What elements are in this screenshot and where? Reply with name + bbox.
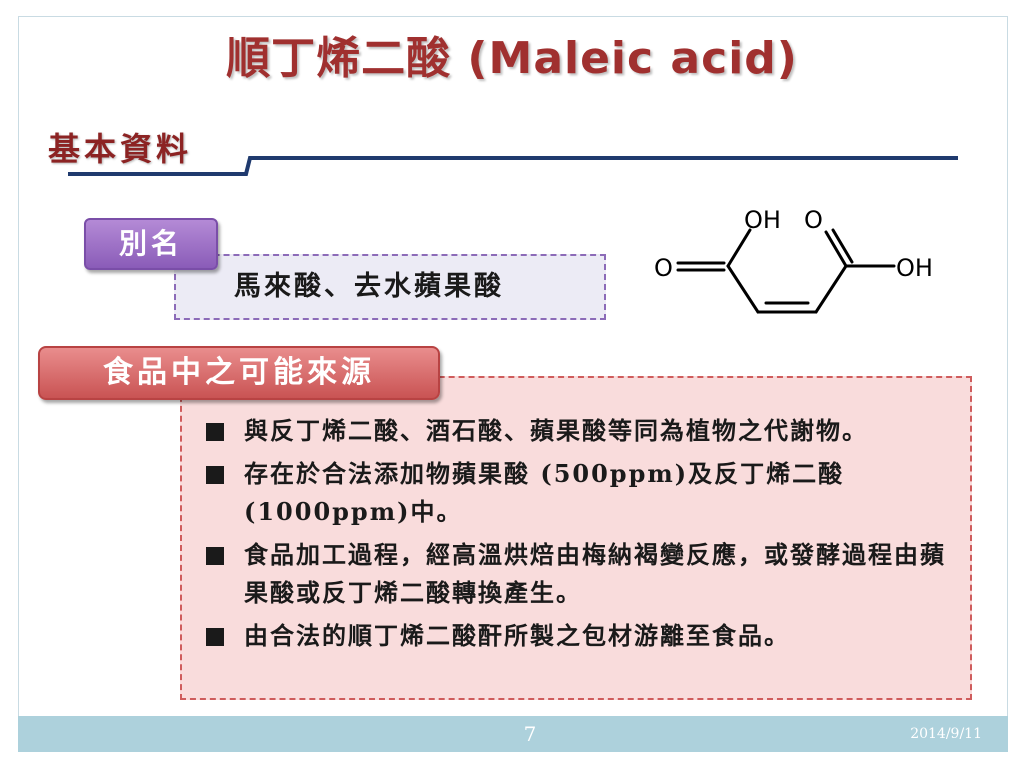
heading-underline xyxy=(68,156,958,176)
list-item-text: 存在於合法添加物蘋果酸 (500ppm)及反丁烯二酸(1000ppm)中。 xyxy=(244,459,845,526)
structure-label-o-top: O xyxy=(804,206,823,234)
section-heading: 基本資料 xyxy=(48,130,193,168)
alias-value-box: 馬來酸、去水蘋果酸 xyxy=(174,254,606,320)
structure-label-oh-top: OH xyxy=(744,206,781,234)
list-item-text: 食品加工過程，經高溫烘焙由梅納褐變反應，或發酵過程由蘋果酸或反丁烯二酸轉換產生。 xyxy=(244,540,946,607)
list-item-text: 由合法的順丁烯二酸酐所製之包材游離至食品。 xyxy=(244,621,790,650)
structure-label-oh-right: OH xyxy=(896,254,933,282)
page-number: 7 xyxy=(523,722,537,746)
alias-value: 馬來酸、去水蘋果酸 xyxy=(234,271,504,302)
square-bullet-icon xyxy=(206,628,224,646)
slide-title: 順丁烯二酸 (Maleic acid) xyxy=(226,33,798,84)
structure-label-o-left: O xyxy=(654,254,673,282)
maleic-acid-structure: OH O O OH xyxy=(654,206,933,314)
list-item-text: 與反丁烯二酸、酒石酸、蘋果酸等同為植物之代謝物。 xyxy=(244,416,868,445)
footer-bar: 7 2014/9/11 xyxy=(18,716,1008,752)
list-item: 食品加工過程，經高溫烘焙由梅納褐變反應，或發酵過程由蘋果酸或反丁烯二酸轉換產生。 xyxy=(204,536,956,612)
square-bullet-icon xyxy=(206,466,224,484)
list-item: 由合法的順丁烯二酸酐所製之包材游離至食品。 xyxy=(204,617,956,655)
sources-badge: 食品中之可能來源 xyxy=(38,346,440,400)
square-bullet-icon xyxy=(206,547,224,565)
sources-box: 與反丁烯二酸、酒石酸、蘋果酸等同為植物之代謝物。 存在於合法添加物蘋果酸 (50… xyxy=(180,376,972,700)
alias-badge: 別名 xyxy=(84,218,218,270)
sources-list: 與反丁烯二酸、酒石酸、蘋果酸等同為植物之代謝物。 存在於合法添加物蘋果酸 (50… xyxy=(204,412,956,655)
footer-date: 2014/9/11 xyxy=(910,726,982,742)
square-bullet-icon xyxy=(206,423,224,441)
list-item: 與反丁烯二酸、酒石酸、蘋果酸等同為植物之代謝物。 xyxy=(204,412,956,450)
list-item: 存在於合法添加物蘋果酸 (500ppm)及反丁烯二酸(1000ppm)中。 xyxy=(204,455,956,531)
